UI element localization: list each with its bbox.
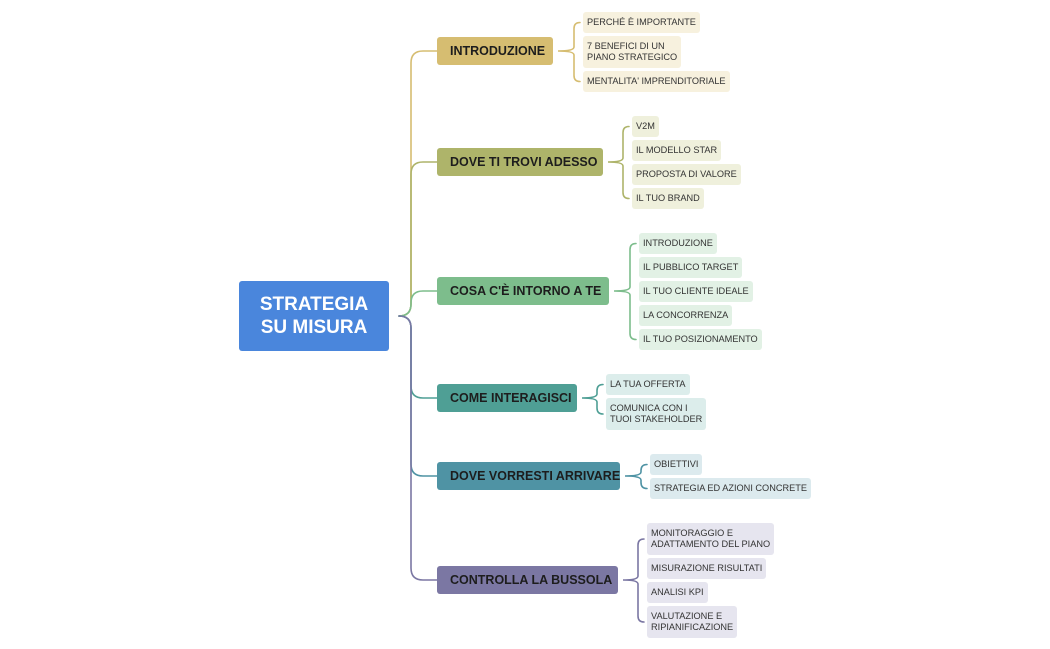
subtopic-label-line: OBIETTIVI (654, 459, 699, 469)
subtopic-obiettivi[interactable]: OBIETTIVI (650, 454, 703, 475)
bracket-topic-5 (624, 463, 648, 490)
topic-dove-vorresti-arrivare[interactable]: DOVE VORRESTI ARRIVARE (437, 462, 620, 490)
subtopic-label-line: V2M (636, 121, 655, 131)
subtopic-label-line: IL PUBBLICO TARGET (643, 262, 739, 272)
subtopic-label-line: MISURAZIONE RISULTATI (651, 563, 763, 573)
connector-root-to-topic-1 (398, 50, 438, 317)
subtopic-il-pubblico-target[interactable]: IL PUBBLICO TARGET (639, 257, 743, 278)
central-topic-line-2: SU MISURA (260, 317, 368, 338)
subtopic-analisi-kpi[interactable]: ANALISI KPI (647, 582, 708, 603)
subtopic-label-line: IL MODELLO STAR (636, 145, 718, 155)
central-topic[interactable]: STRATEGIA SU MISURA (239, 281, 389, 351)
connector-root-to-topic-3 (398, 290, 438, 317)
subtopic-label-line: VALUTAZIONE E (651, 611, 723, 621)
subtopic-proposta-di-valore[interactable]: PROPOSTA DI VALORE (632, 164, 741, 185)
subtopic-label-line: INTRODUZIONE (643, 238, 713, 248)
subtopic-misurazione-risultati[interactable]: MISURAZIONE RISULTATI (647, 558, 767, 579)
topic-label: DOVE TI TROVI ADESSO (450, 155, 598, 169)
topic-label: COME INTERAGISCI (450, 391, 572, 405)
subtopic-label-line: IL TUO BRAND (636, 193, 700, 203)
subtopic-label-line: PIANO STRATEGICO (587, 52, 678, 62)
subtopic-label-line: RIPIANIFICAZIONE (651, 622, 734, 632)
subtopic-label-line: MENTALITA' IMPRENDITORIALE (587, 76, 726, 86)
topic-label: INTRODUZIONE (450, 44, 546, 58)
bracket-topic-6 (622, 538, 645, 623)
central-topic-line-1: STRATEGIA (259, 294, 369, 315)
subtopic-label-line: PERCHÉ È IMPORTANTE (587, 17, 696, 27)
subtopic-label-line: PROPOSTA DI VALORE (636, 169, 737, 179)
topic-dove-ti-trovi-adesso[interactable]: DOVE TI TROVI ADESSO (437, 148, 603, 176)
connector-root-to-topic-4 (398, 315, 438, 399)
subtopic-label-line: 7 BENEFICI DI UN (587, 41, 665, 51)
subtopic-il-tuo-brand[interactable]: IL TUO BRAND (632, 188, 704, 209)
bracket-topic-4 (581, 383, 604, 415)
subtopic-introduzione[interactable]: INTRODUZIONE (639, 233, 717, 254)
subtopic-il-tuo-cliente-ideale[interactable]: IL TUO CLIENTE IDEALE (639, 281, 753, 302)
bracket-topic-3 (613, 242, 637, 341)
topic-label: CONTROLLA LA BUSSOLA (450, 573, 613, 587)
subtopic-label-line: COMUNICA CON I (610, 403, 688, 413)
subtopic-label-line: IL TUO POSIZIONAMENTO (643, 334, 758, 344)
subtopic-label-line: TUOI STAKEHOLDER (610, 414, 703, 424)
connector-root-to-topic-2 (398, 161, 438, 317)
subtopic-label-line: IL TUO CLIENTE IDEALE (643, 286, 749, 296)
subtopic-label-line: ANALISI KPI (651, 587, 704, 597)
subtopic-v2m[interactable]: V2M (632, 116, 659, 137)
topic-cosa-c-e-intorno-a-te[interactable]: COSA C'È INTORNO A TE (437, 277, 609, 305)
subtopic-il-modello-star[interactable]: IL MODELLO STAR (632, 140, 722, 161)
connector-root-to-topic-6 (398, 315, 438, 581)
topic-controlla-la-bussola[interactable]: CONTROLLA LA BUSSOLA (437, 566, 618, 594)
subtopic-label-line: MONITORAGGIO E (651, 528, 734, 538)
subtopic-la-concorrenza[interactable]: LA CONCORRENZA (639, 305, 733, 326)
subtopic-il-tuo-posizionamento[interactable]: IL TUO POSIZIONAMENTO (639, 329, 762, 350)
subtopic-label-line: STRATEGIA ED AZIONI CONCRETE (654, 483, 807, 493)
subtopic-mentalita-imprenditoriale[interactable]: MENTALITA' IMPRENDITORIALE (583, 71, 730, 92)
connector-root-to-topic-5 (398, 315, 438, 477)
subtopic-label-line: LA TUA OFFERTA (610, 379, 686, 389)
subtopic-perche-e-importante[interactable]: PERCHÉ È IMPORTANTE (583, 12, 700, 33)
subtopic-label-line: ADATTAMENTO DEL PIANO (651, 539, 771, 549)
subtopic-la-tua-offerta[interactable]: LA TUA OFFERTA (606, 374, 690, 395)
bracket-topic-1 (557, 21, 581, 83)
topic-introduzione[interactable]: INTRODUZIONE (437, 37, 553, 65)
topic-label: COSA C'È INTORNO A TE (450, 284, 602, 298)
subtopic-label-line: LA CONCORRENZA (643, 310, 729, 320)
bracket-topic-2 (607, 125, 630, 200)
subtopic-strategia-ed-azioni-concrete[interactable]: STRATEGIA ED AZIONI CONCRETE (650, 478, 811, 499)
topic-label: DOVE VORRESTI ARRIVARE (450, 469, 621, 483)
topic-come-interagisci[interactable]: COME INTERAGISCI (437, 384, 577, 412)
